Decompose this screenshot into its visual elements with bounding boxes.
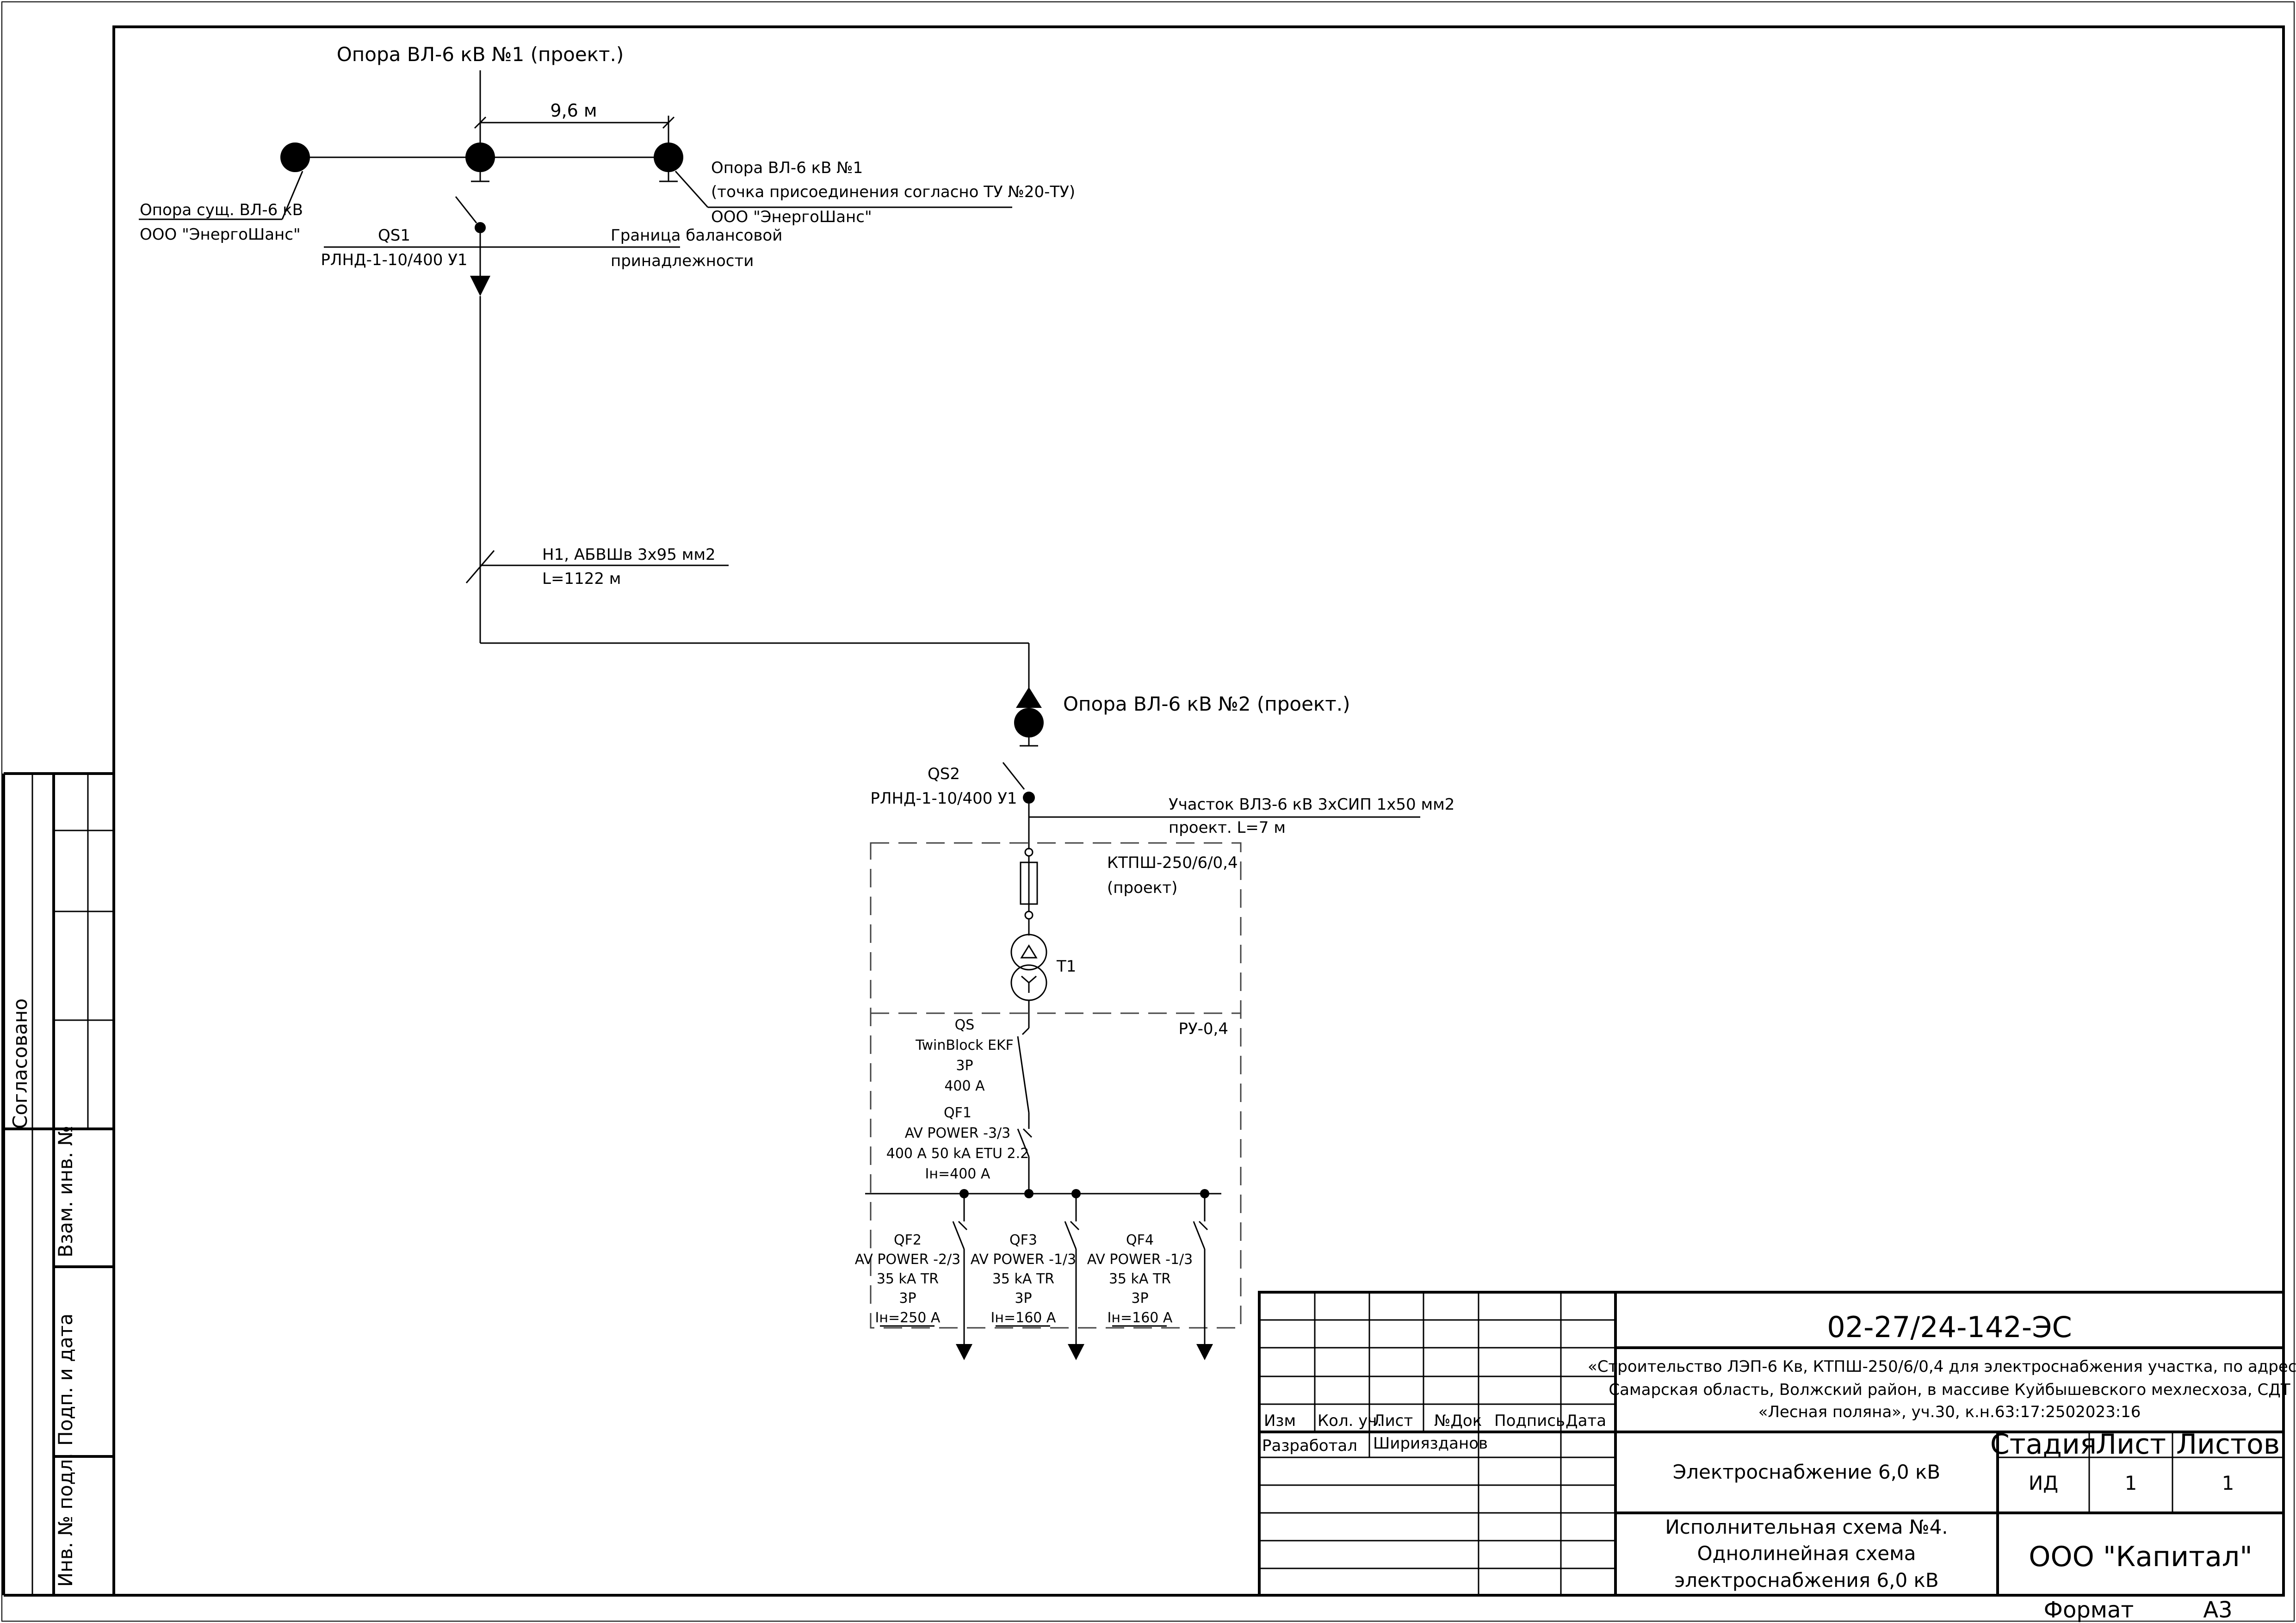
section-label-2: проект. L=7 м bbox=[1169, 818, 1286, 837]
col-kol: Кол. уч. bbox=[1318, 1412, 1382, 1430]
qs2-disconnector: QS2 РЛНД-1-10/400 У1 Участок ВЛЗ-6 кВ 3х… bbox=[870, 762, 1454, 849]
cable-length: L=1122 м bbox=[542, 570, 621, 588]
boundary-label-2: принадлежности bbox=[611, 252, 754, 270]
existing-pole-label-2: ООО "ЭнергоШанс" bbox=[140, 225, 301, 244]
cable-end-arrow bbox=[470, 276, 490, 296]
organization: ООО "Капитал" bbox=[2029, 1541, 2253, 1573]
overhead-line-section: Опора ВЛ-6 кВ №1 (проект.) 9,6 м Опора с… bbox=[139, 43, 1075, 244]
qf4-poles: 3P bbox=[1131, 1290, 1148, 1307]
span-dimension: 9,6 м bbox=[474, 100, 675, 142]
pole1-right-label-3: ООО "ЭнергоШанс" bbox=[711, 208, 872, 226]
sheets-value: 1 bbox=[2222, 1472, 2234, 1494]
qf3-poles: 3P bbox=[1015, 1290, 1032, 1307]
transformer-label: Т1 bbox=[1056, 957, 1076, 976]
busbar-0-4kv bbox=[865, 1189, 1221, 1198]
format-label: Формат bbox=[2044, 1597, 2134, 1623]
qf1-name: QF1 bbox=[944, 1105, 972, 1121]
pole1-right-label-2: (точка присоединения согласно ТУ №20-ТУ) bbox=[711, 183, 1075, 201]
doc-code: 02-27/24-142-ЭС bbox=[1827, 1310, 2072, 1344]
qs-current: 400 A bbox=[944, 1078, 985, 1094]
section-label-1: Участок ВЛЗ-6 кВ 3хСИП 1х50 мм2 bbox=[1169, 795, 1454, 814]
project-line-3: «Лесная поляна», уч.30, к.н.63:17:250202… bbox=[1758, 1403, 2141, 1421]
qf2-name: QF2 bbox=[894, 1232, 922, 1248]
qs-name: QS bbox=[955, 1017, 975, 1033]
qs1-name: QS1 bbox=[378, 226, 410, 245]
ktp-box: КТПШ-250/6/0,4 (проект) РУ-0,4 bbox=[870, 842, 1242, 1329]
side-agreed: Согласовано bbox=[9, 998, 31, 1129]
sheet-header: Лист bbox=[2096, 1428, 2166, 1461]
pole2-title: Опора ВЛ-6 кВ №2 (проект.) bbox=[1063, 693, 1350, 715]
format-value: А3 bbox=[2203, 1597, 2232, 1623]
cable-n1: Н1, АБВШв 3х95 мм2 L=1122 м bbox=[465, 296, 1030, 689]
qs-poles: 3P bbox=[956, 1058, 973, 1074]
qf1-rating: 400 A 50 kA ETU 2.2 bbox=[886, 1146, 1029, 1162]
col-list: Лист bbox=[1373, 1412, 1413, 1430]
qf2-ka: 35 kA TR bbox=[877, 1271, 939, 1287]
transformer-winding-1 bbox=[1010, 934, 1047, 971]
pole1-right-label-1: Опора ВЛ-6 кВ №1 bbox=[711, 159, 863, 177]
qf1-breaker: QF1 AV POWER -3/3 400 A 50 kA ETU 2.2 Iн… bbox=[886, 1105, 1033, 1194]
side-vzam-inv: Взам. инв. № bbox=[54, 1126, 77, 1258]
boundary-label-1: Граница балансовой bbox=[611, 226, 782, 245]
inner-drawing-frame bbox=[112, 25, 2285, 1597]
ktp-label-2: (проект) bbox=[1107, 879, 1177, 897]
side-stamp: Согласовано Взам. инв. № Подп. и дата Ин… bbox=[2, 772, 114, 1597]
ktp-label-1: КТПШ-250/6/0,4 bbox=[1107, 854, 1238, 872]
qs2-name: QS2 bbox=[928, 765, 960, 783]
drawing-title-3: электроснабжения 6,0 кВ bbox=[1674, 1569, 1939, 1592]
qf2-poles: 3P bbox=[899, 1290, 916, 1307]
existing-pole-label-1: Опора сущ. ВЛ-6 кВ bbox=[140, 201, 303, 219]
pole1-title: Опора ВЛ-6 кВ №1 (проект.) bbox=[337, 43, 624, 66]
qs-model: TwinBlock EKF bbox=[915, 1037, 1014, 1053]
pole1-symbol bbox=[465, 142, 495, 172]
qf4-name: QF4 bbox=[1126, 1232, 1154, 1248]
qf3-model: AV POWER -1/3 bbox=[971, 1251, 1076, 1268]
qs2-type: РЛНД-1-10/400 У1 bbox=[870, 789, 1017, 808]
qs1-type: РЛНД-1-10/400 У1 bbox=[321, 251, 467, 269]
qf4-in: Iн=160 А bbox=[1108, 1310, 1173, 1326]
qs-switch: QS TwinBlock EKF 3P 400 A bbox=[915, 1017, 1030, 1129]
span-label: 9,6 м bbox=[550, 100, 597, 121]
qf2-in: Iн=250 А bbox=[875, 1310, 941, 1326]
fuse-transformer: Т1 bbox=[1010, 848, 1076, 1028]
qf3-ka: 35 kA TR bbox=[992, 1271, 1054, 1287]
role-developer: Разработал bbox=[1262, 1437, 1357, 1455]
col-izm: Изм bbox=[1264, 1412, 1296, 1430]
drawing-title-1: Исполнительная схема №4. bbox=[1665, 1516, 1948, 1538]
qs1-disconnector: QS1 РЛНД-1-10/400 У1 Граница балансовой … bbox=[321, 196, 782, 296]
qf2-model: AV POWER -2/3 bbox=[855, 1251, 960, 1268]
stage-header: Стадия bbox=[1990, 1428, 2097, 1461]
feeder-qf3: QF3 AV POWER -1/3 35 kA TR 3P Iн=160 А bbox=[971, 1194, 1084, 1360]
side-podp-data: Подп. и дата bbox=[54, 1313, 77, 1446]
col-podpis: Подпись bbox=[1494, 1412, 1565, 1430]
qf4-model: AV POWER -1/3 bbox=[1087, 1251, 1193, 1268]
stage-value: ИД bbox=[2029, 1472, 2058, 1494]
qf3-in: Iн=160 А bbox=[991, 1310, 1056, 1326]
subject: Электроснабжение 6,0 кВ bbox=[1673, 1461, 1940, 1483]
pole2: Опора ВЛ-6 кВ №2 (проект.) bbox=[1014, 687, 1350, 747]
sheets-header: Листов bbox=[2176, 1428, 2280, 1461]
ru-label: РУ-0,4 bbox=[1178, 1020, 1228, 1038]
project-line-2: Самарская область, Волжский район, в мас… bbox=[1609, 1381, 2290, 1399]
cable-name: Н1, АБВШв 3х95 мм2 bbox=[542, 545, 716, 564]
drawing-title-2: Однолинейная схема bbox=[1697, 1542, 1916, 1565]
sheet-value: 1 bbox=[2125, 1472, 2137, 1494]
qf3-name: QF3 bbox=[1009, 1232, 1037, 1248]
qf1-in: Iн=400 А bbox=[925, 1166, 990, 1182]
qf4-ka: 35 kA TR bbox=[1109, 1271, 1171, 1287]
feeder-qf4: QF4 AV POWER -1/3 35 kA TR 3P Iн=160 А bbox=[1087, 1194, 1213, 1360]
title-block: 02-27/24-142-ЭС «Строительство ЛЭП-6 Кв,… bbox=[1258, 1291, 2296, 1597]
existing-pole-symbol bbox=[280, 142, 310, 172]
col-ndok: №Док bbox=[1434, 1412, 1482, 1430]
developer-name: Шириязданов bbox=[1373, 1434, 1488, 1453]
side-inv-podl: Инв. № подл. bbox=[54, 1453, 77, 1587]
pole1-end-symbol bbox=[654, 142, 683, 172]
project-line-1: «Строительство ЛЭП-6 Кв, КТПШ-250/6/0,4 … bbox=[1588, 1357, 2296, 1376]
col-data: Дата bbox=[1566, 1412, 1606, 1430]
qf1-model: AV POWER -3/3 bbox=[905, 1125, 1010, 1141]
feeder-qf2: QF2 AV POWER -2/3 35 kA TR 3P Iн=250 А bbox=[855, 1194, 972, 1360]
